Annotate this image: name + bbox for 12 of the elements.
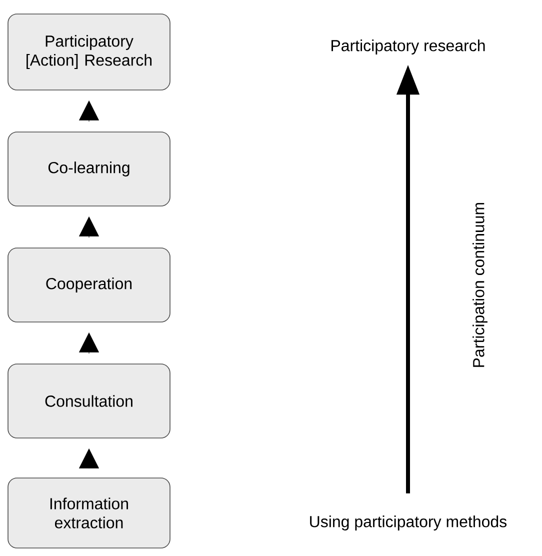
arrow	[79, 332, 99, 354]
arrow	[79, 448, 99, 469]
process-box: Consultation	[8, 364, 170, 438]
process-box: Co-learning	[8, 132, 170, 206]
end-label: Using participatory methods	[310, 516, 507, 530]
end-label: Participatory research	[332, 40, 485, 54]
arrow	[79, 100, 99, 122]
process-box: Information extraction	[8, 478, 170, 548]
arrow	[79, 216, 99, 238]
edge-label: Participation continuum	[472, 202, 488, 367]
process-box: Cooperation	[8, 248, 170, 322]
process-box: Participatory [Action] Research	[8, 14, 170, 90]
